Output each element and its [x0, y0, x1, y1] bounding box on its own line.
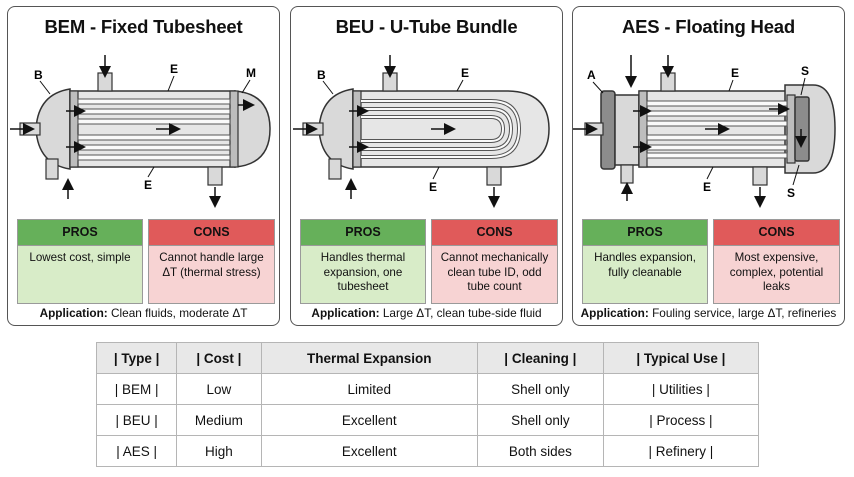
application-label: Application: — [39, 306, 108, 320]
shell-outlet-nozzle — [207, 166, 223, 186]
cell-thermal-expansion: Limited — [260, 373, 478, 405]
panel-aes: AES - Floating Head — [572, 6, 845, 326]
pros-header: PROS — [301, 220, 425, 246]
bem-exchanger-diagram: B E M E — [10, 55, 271, 208]
pros-text: Handles expansion, fully cleanable — [594, 251, 696, 279]
panel-beu: BEU - U-Tube Bundle — [290, 6, 563, 326]
beu-exchanger-diagram: B E E — [293, 55, 550, 208]
cons-header: CONS — [432, 220, 557, 246]
cons-text: Most expensive, complex, potential leaks — [729, 251, 824, 293]
label-e-top: E — [170, 62, 178, 76]
cell-type: | AES | — [95, 435, 178, 467]
label-m: M — [246, 66, 256, 80]
front-tubesheet — [69, 90, 79, 168]
front-bonnet — [35, 88, 71, 170]
shell-inlet-nozzle — [660, 72, 676, 92]
front-bonnet — [318, 88, 354, 170]
cell-cleaning: Shell only — [476, 404, 604, 436]
header-thermal-expansion: Thermal Expansion — [260, 342, 478, 374]
label-b: B — [317, 68, 326, 82]
shell-outlet-nozzle — [486, 166, 502, 186]
rear-tubesheet — [229, 90, 239, 168]
stationary-tubesheet — [638, 90, 648, 168]
cell-cost: Medium — [176, 404, 262, 436]
floating-tubesheet — [786, 94, 796, 164]
header-cost: | Cost | — [176, 342, 262, 374]
application-label: Application: — [311, 306, 380, 320]
label-s-top: S — [801, 64, 809, 78]
application-text: Fouling service, large ΔT, refineries — [652, 306, 837, 320]
tube-outlet-nozzle — [45, 158, 59, 180]
application-text: Clean fluids, moderate ΔT — [111, 306, 248, 320]
channel — [614, 94, 640, 166]
cell-cleaning: Both sides — [476, 435, 604, 467]
cons-box: CONS Cannot handle large ΔT (thermal str… — [148, 219, 275, 304]
application-text: Large ΔT, clean tube-side fluid — [382, 306, 542, 320]
cell-typical-use: | Refinery | — [602, 435, 760, 467]
cell-cleaning: Shell only — [476, 373, 604, 405]
pros-header: PROS — [18, 220, 142, 246]
cell-type: | BEU | — [95, 404, 178, 436]
pros-box: PROS Lowest cost, simple — [17, 219, 143, 304]
label-s-bottom: S — [787, 186, 795, 200]
cons-box: CONS Cannot mechanically clean tube ID, … — [431, 219, 558, 304]
cell-cost: High — [176, 435, 262, 467]
cell-thermal-expansion: Excellent — [260, 435, 478, 467]
pros-box: PROS Handles expansion, fully cleanable — [582, 219, 708, 304]
tube-outlet-nozzle — [328, 158, 342, 180]
aes-exchanger-diagram: A E S E S — [573, 55, 836, 208]
application-line: Application: Clean fluids, moderate ΔT — [8, 306, 279, 320]
cons-text: Cannot handle large ΔT (thermal stress) — [159, 251, 264, 279]
table-row: | BEM | Low Limited Shell only | Utiliti… — [95, 373, 760, 405]
floating-head-cover — [794, 96, 810, 162]
cons-box: CONS Most expensive, complex, potential … — [713, 219, 840, 304]
header-cleaning: | Cleaning | — [476, 342, 604, 374]
application-line: Application: Large ΔT, clean tube-side f… — [291, 306, 562, 320]
cell-thermal-expansion: Excellent — [260, 404, 478, 436]
panel-bem: BEM - Fixed Tubesheet — [7, 6, 280, 326]
label-e-bottom: E — [429, 180, 437, 194]
header-type: | Type | — [95, 342, 178, 374]
application-line: Application: Fouling service, large ΔT, … — [573, 306, 844, 320]
label-b: B — [34, 68, 43, 82]
pros-box: PROS Handles thermal expansion, one tube… — [300, 219, 426, 304]
label-e-bottom: E — [703, 180, 711, 194]
cell-cost: Low — [176, 373, 262, 405]
shell-inlet-nozzle — [382, 72, 398, 92]
panel-title: BEU - U-Tube Bundle — [335, 16, 518, 37]
cell-typical-use: | Utilities | — [602, 373, 760, 405]
tube-bundle — [77, 98, 231, 161]
cell-typical-use: | Process | — [602, 404, 760, 436]
tubesheet — [352, 90, 362, 168]
shell-outlet-nozzle — [752, 166, 768, 186]
label-e-top: E — [731, 66, 739, 80]
table-row: | BEU | Medium Excellent Shell only | Pr… — [95, 404, 760, 436]
cons-text: Cannot mechanically clean tube ID, odd t… — [440, 251, 549, 293]
cons-header: CONS — [714, 220, 839, 246]
label-e-top: E — [461, 66, 469, 80]
label-e-bottom: E — [144, 178, 152, 192]
pros-text: Lowest cost, simple — [29, 251, 131, 264]
tube-outlet-nozzle — [620, 164, 634, 184]
table-header-row: | Type | | Cost | Thermal Expansion | Cl… — [95, 342, 760, 374]
table-row: | AES | High Excellent Both sides | Refi… — [95, 435, 760, 467]
pros-header: PROS — [583, 220, 707, 246]
header-typical-use: | Typical Use | — [602, 342, 760, 374]
shell-inlet-nozzle — [97, 72, 113, 92]
cell-type: | BEM | — [95, 373, 178, 405]
rear-bonnet — [234, 90, 271, 168]
pros-text: Handles thermal expansion, one tubesheet — [320, 251, 406, 293]
panel-title: AES - Floating Head — [622, 16, 795, 37]
label-a: A — [587, 68, 596, 82]
panel-title: BEM - Fixed Tubesheet — [44, 16, 243, 37]
application-label: Application: — [580, 306, 649, 320]
comparison-table: | Type | | Cost | Thermal Expansion | Cl… — [95, 342, 760, 467]
cons-header: CONS — [149, 220, 274, 246]
